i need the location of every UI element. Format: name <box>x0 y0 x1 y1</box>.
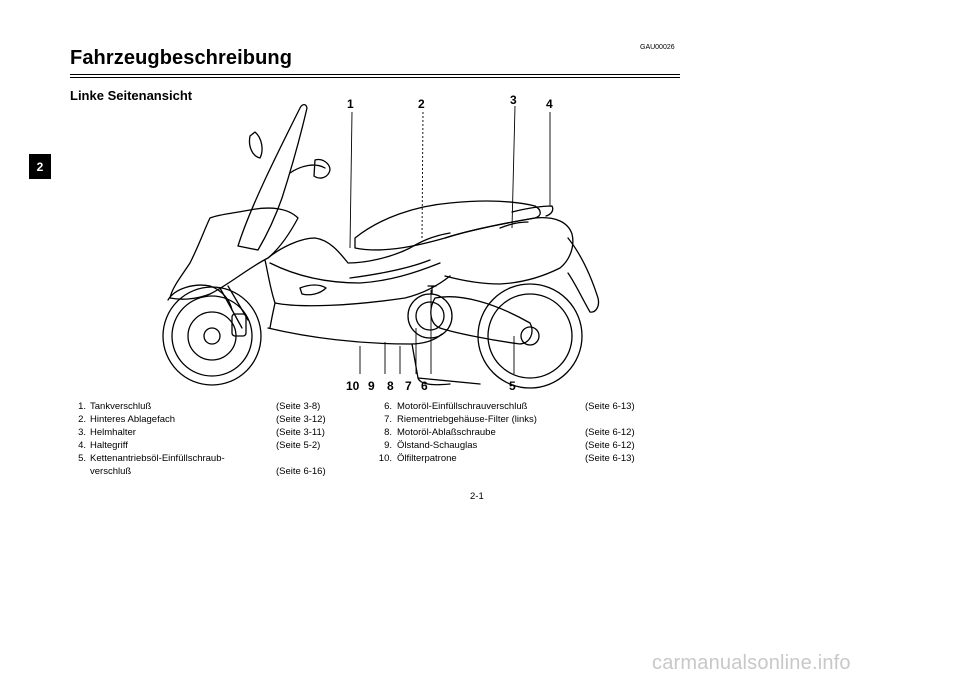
legend-left: 1. Tankverschluß (Seite 3-8) 2. Hinteres… <box>70 400 370 484</box>
legend-text: Hinteres Ablagefach <box>90 414 176 425</box>
legend-num: 4. <box>78 440 86 451</box>
watermark: carmanualsonline.info <box>652 652 851 674</box>
grab-rail <box>511 205 554 217</box>
engine-cover-inner <box>415 301 445 331</box>
legend-num: 5. <box>78 453 86 464</box>
legend-text: Helmhalter <box>90 427 136 438</box>
rear-cowl <box>444 216 574 285</box>
mirror <box>248 131 263 159</box>
legend-text: Ölfilterpatrone <box>397 453 457 464</box>
center-stand <box>411 343 481 386</box>
legend-text: Motoröl-Ablaßschraube <box>397 427 496 438</box>
legend-num: 10. <box>378 453 392 464</box>
legend-ref: (Seite 3-12) <box>276 414 326 425</box>
legend-num: 2. <box>78 414 86 425</box>
legend-text: Haltegriff <box>90 440 128 451</box>
windshield <box>237 103 308 251</box>
callout-2: 2 <box>418 97 425 111</box>
drive-case <box>430 296 533 345</box>
legend-text: Tankverschluß <box>90 401 152 412</box>
underbody <box>269 302 276 329</box>
legend-text: Motoröl-Einfüllschrauverschluß <box>397 401 528 412</box>
legend-ref: (Seite 5-2) <box>276 440 321 451</box>
section-subtitle: Linke Seitenansicht <box>70 88 193 103</box>
leader-2 <box>421 111 424 239</box>
leg-shield <box>267 232 451 264</box>
rear-wheel-tire <box>477 283 583 389</box>
legend-num: 3. <box>78 427 86 438</box>
front-fairing <box>169 207 299 300</box>
callout-7: 7 <box>405 379 412 393</box>
legend-text: Kettenantriebsöl-Einfüllschraub- <box>90 453 225 464</box>
callout-1: 1 <box>347 97 354 111</box>
legend-right: 6. Motoröl-Einfüllschrauverschluß (Seite… <box>372 400 672 472</box>
legend-text: Ölstand-Schauglas <box>397 440 478 451</box>
callout-3: 3 <box>510 93 517 107</box>
oil-filler <box>427 285 437 294</box>
legend-ref: (Seite 6-12) <box>585 440 635 451</box>
legend-ref: (Seite 6-12) <box>585 427 635 438</box>
chapter-number: 2 <box>36 159 44 174</box>
front-fender <box>167 284 233 311</box>
callout-8: 8 <box>387 379 394 393</box>
vent-detail <box>299 284 327 296</box>
legend-ref: (Seite 6-16) <box>276 466 326 477</box>
callout-6: 6 <box>421 379 428 393</box>
front-caliper <box>231 313 247 337</box>
front-wheel-tire <box>162 286 262 386</box>
rear-wheel-rim <box>487 293 573 379</box>
engine-cover <box>407 293 453 339</box>
legend-num: 7. <box>384 414 392 425</box>
document-code: GAU00026 <box>640 44 675 51</box>
page-number: 2-1 <box>470 491 484 502</box>
lower-cowl <box>267 327 443 345</box>
front-hub <box>203 327 221 345</box>
trim-line <box>349 259 431 279</box>
title-rule-thin <box>70 77 680 78</box>
legend-num: 6. <box>384 401 392 412</box>
callout-10: 10 <box>346 379 360 393</box>
handlebar <box>289 158 331 179</box>
scooter-diagram: 1 2 3 4 10 9 8 7 6 5 <box>162 93 600 393</box>
front-brake-disc <box>187 311 237 361</box>
legend-ref: (Seite 3-8) <box>276 401 321 412</box>
legend-num: 8. <box>384 427 392 438</box>
seat <box>354 200 541 251</box>
leader-1 <box>349 111 353 249</box>
legend-text: Riementriebgehäuse-Filter (links) <box>397 414 537 425</box>
callout-9: 9 <box>368 379 375 393</box>
legend-ref: (Seite 3-11) <box>276 427 325 438</box>
title-rule <box>70 74 680 76</box>
side-panel <box>269 262 441 284</box>
legend-ref: (Seite 6-13) <box>585 453 635 464</box>
callout-5: 5 <box>509 379 516 393</box>
page-title: Fahrzeugbeschreibung <box>70 47 293 69</box>
helmet-holder <box>499 221 529 229</box>
legend-ref: (Seite 6-13) <box>585 401 635 412</box>
legend-num: 9. <box>384 440 392 451</box>
rear-fender <box>567 237 600 313</box>
front-wheel-rim <box>171 295 253 377</box>
chapter-tab: 2 <box>29 154 51 179</box>
leader-3 <box>511 105 516 229</box>
legend-num: 1. <box>78 401 86 412</box>
floor-panel <box>264 259 451 307</box>
legend-text: verschluß <box>90 466 132 477</box>
rear-hub <box>520 326 540 346</box>
callout-4: 4 <box>546 97 553 111</box>
